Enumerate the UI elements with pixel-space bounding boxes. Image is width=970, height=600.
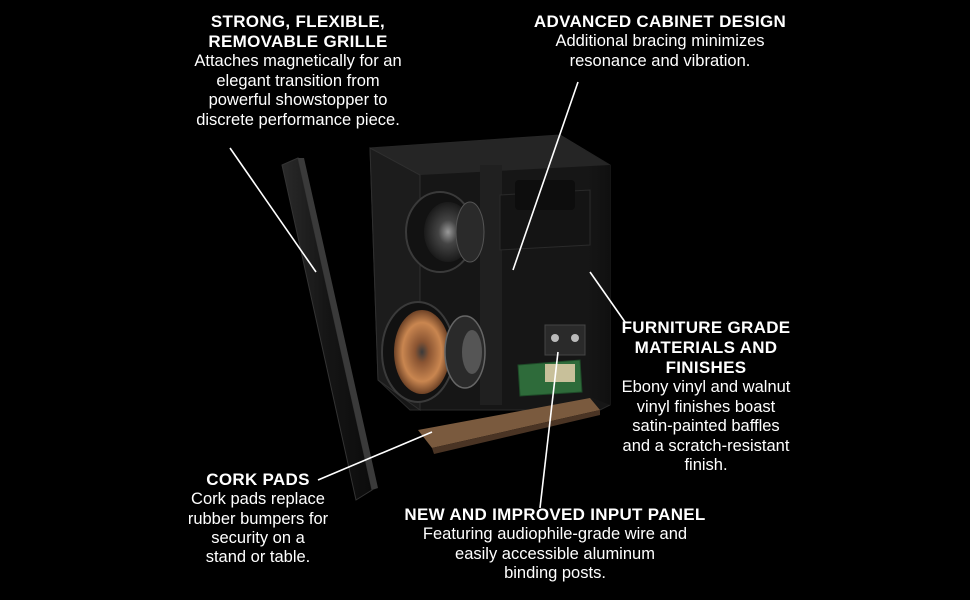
callout-furniture-body-5: finish. [684,456,728,475]
callout-input-body-1: Featuring audiophile-grade wire and [422,525,688,544]
grille-panel [281,157,378,501]
callout-input-title: NEW AND IMPROVED INPUT PANEL [404,505,706,524]
callout-cork-body-2: rubber bumpers for [187,509,329,528]
callout-furniture: FURNITURE GRADE MATERIALS AND FINISHES E… [606,318,806,475]
callout-cork-body-4: stand or table. [205,548,311,567]
callout-furniture-title-3: FINISHES [665,358,747,378]
callout-input-panel: NEW AND IMPROVED INPUT PANEL Featuring a… [400,505,710,583]
cork-pad [418,398,600,454]
callout-cabinet-body-1: Additional bracing minimizes [555,32,765,51]
callout-cabinet-body-2: resonance and vibration. [569,51,751,70]
callout-input-body-2: easily accessible aluminum [455,544,655,563]
callout-grille-body-4: discrete performance piece. [196,110,400,129]
callout-grille-body-1: Attaches magnetically for an [194,52,402,71]
callout-furniture-title-1: FURNITURE GRADE [621,318,791,337]
callout-input-body-3: binding posts. [504,563,606,582]
callout-cork-body-3: security on a [211,528,305,547]
callout-cabinet: ADVANCED CABINET DESIGN Additional braci… [530,12,790,71]
callout-grille: STRONG, FLEXIBLE, REMOVABLE GRILLE Attac… [168,12,428,130]
callout-furniture-body-1: Ebony vinyl and walnut [621,378,791,397]
callout-grille-body-2: elegant transition from [216,71,380,90]
callout-cork-body-1: Cork pads replace [191,490,325,509]
callout-furniture-title-2: MATERIALS AND [634,338,778,358]
callout-furniture-body-2: vinyl finishes boast [636,397,776,416]
woofer [381,301,486,403]
input-panel-board [517,324,586,397]
pointer-lines [229,81,626,509]
callout-grille-title-2: REMOVABLE GRILLE [208,32,388,52]
callout-furniture-body-4: and a scratch-resistant [622,436,790,455]
callout-grille-title-1: STRONG, FLEXIBLE, [210,12,386,31]
callout-furniture-body-3: satin-painted baffles [632,417,780,436]
callout-cork: CORK PADS Cork pads replace rubber bumpe… [168,470,348,568]
callout-grille-body-3: powerful showstopper to [208,91,388,110]
callout-cabinet-title: ADVANCED CABINET DESIGN [533,12,787,31]
tweeter [405,191,485,273]
callout-cork-title: CORK PADS [206,470,310,489]
